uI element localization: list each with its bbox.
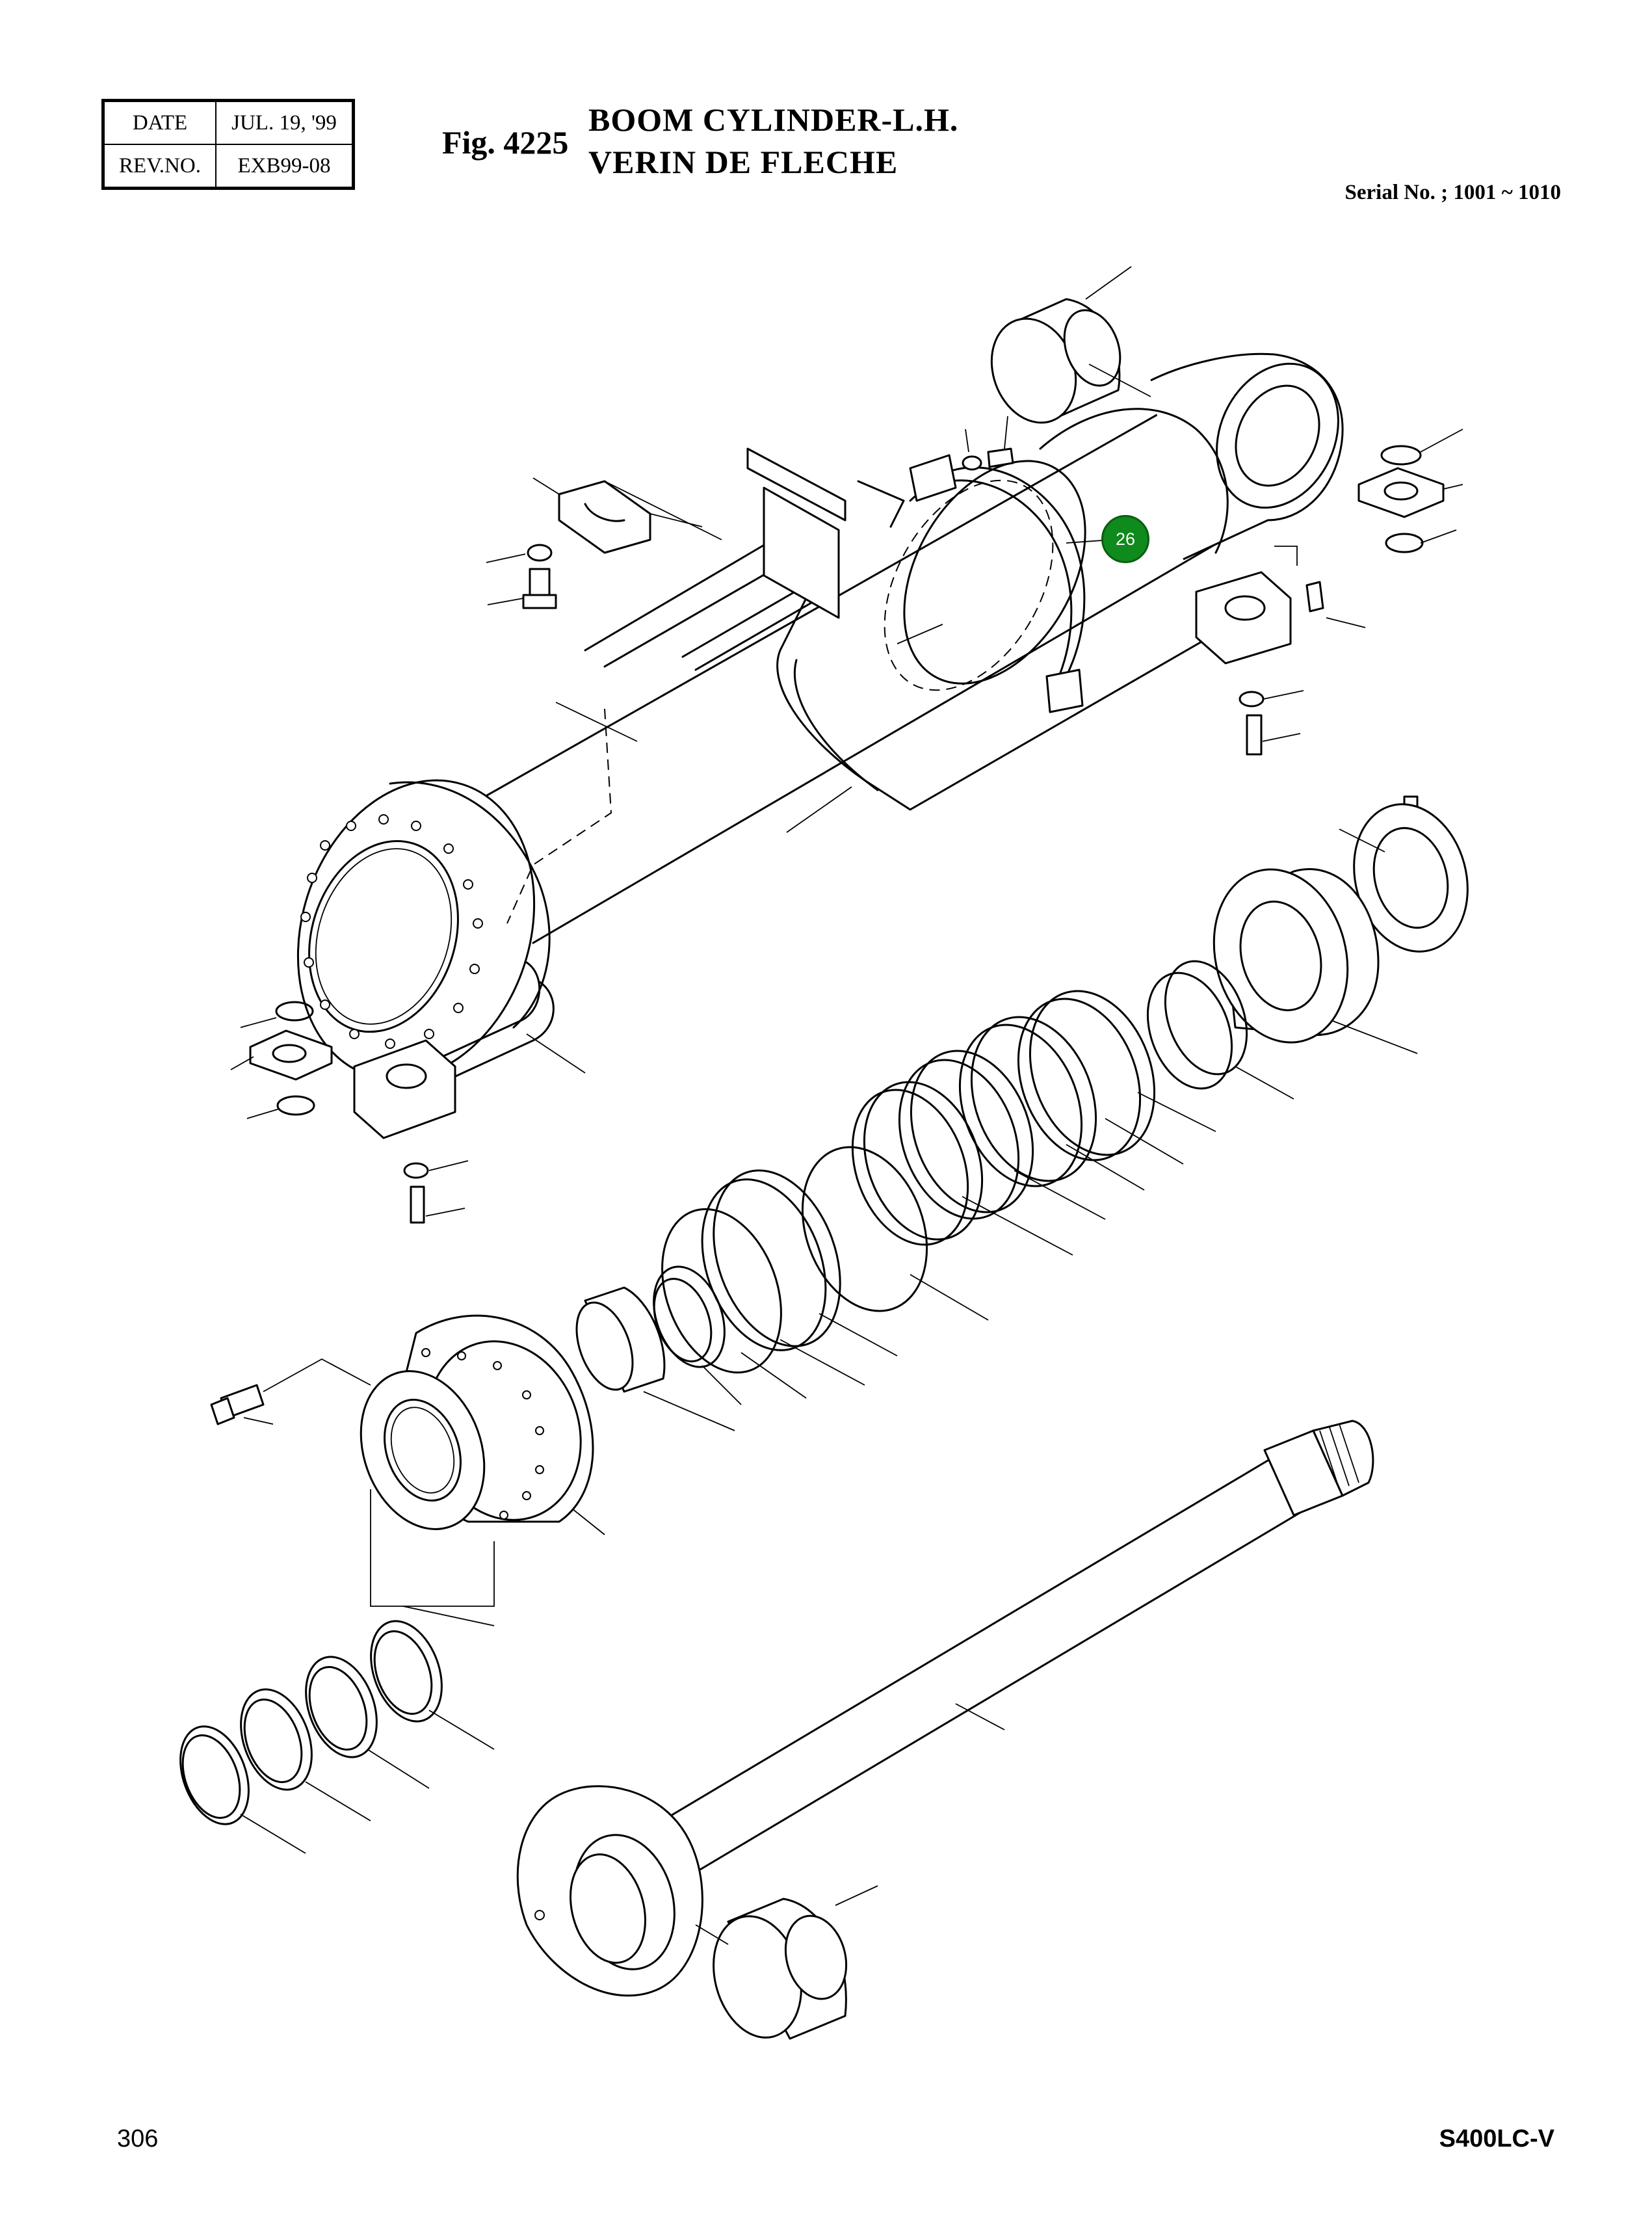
washer-and-bolt-top-mid [962, 416, 1014, 471]
washer-and-bolt-right [1239, 690, 1304, 756]
callout-26[interactable]: 26 [1101, 515, 1149, 563]
title-english: BOOM CYLINDER-L.H. [588, 101, 959, 138]
rod-cover [360, 1314, 605, 1535]
model-code: S400LC-V [1439, 2125, 1554, 2152]
cushion-sleeve [575, 1286, 735, 1431]
figure-number: Fig. 4225 [442, 124, 569, 161]
revision-info-table: DATE JUL. 19, '99 REV.NO. EXB99-08 [101, 99, 355, 190]
piston [1213, 868, 1418, 1054]
gland-seal-rings [179, 1489, 495, 1854]
washer-and-bolt-left [403, 1160, 469, 1224]
cylinder-tube [296, 352, 1344, 1139]
piston-rod [516, 1420, 1374, 1997]
page-number: 306 [117, 2125, 159, 2152]
socket-bolt-gland [210, 1358, 371, 1425]
date-label: DATE [102, 99, 216, 145]
rod-pin-bushing [695, 1885, 878, 2040]
cushion-rings [653, 1146, 989, 1405]
revision-label: REV.NO. [102, 144, 216, 189]
title-french: VERIN DE FLECHE [588, 144, 898, 180]
pipe-clamp-halves [532, 477, 722, 554]
date-value: JUL. 19, '99 [215, 99, 354, 145]
rear-pin-bushing [990, 266, 1151, 424]
piston-nut [1339, 795, 1469, 953]
flange-block-right [1274, 429, 1463, 628]
piston-rings [851, 960, 1294, 1256]
serial-range: Serial No. ; 1001 ~ 1010 [1344, 181, 1561, 204]
washer-and-bolt-top-left [486, 544, 557, 609]
revision-value: EXB99-08 [215, 144, 354, 189]
flange-block-left [230, 1001, 333, 1119]
